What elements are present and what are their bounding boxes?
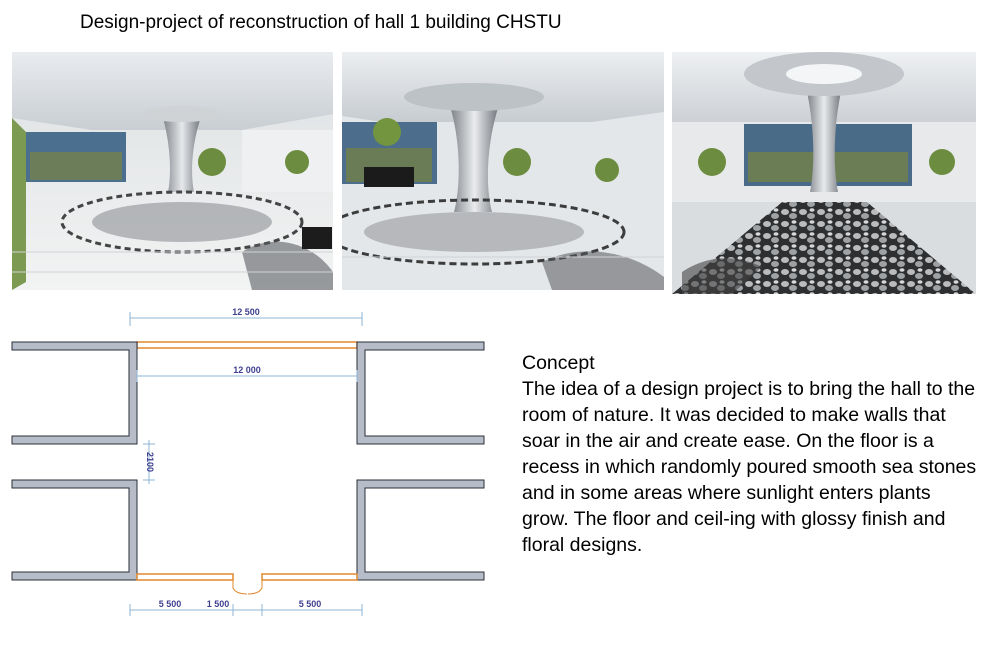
render-view-1 <box>12 52 333 290</box>
dim-inner-label: 12 000 <box>233 365 261 375</box>
concept-body: The idea of a design project is to bring… <box>522 378 977 556</box>
glazing-top <box>136 341 358 349</box>
dim-bottom-door-label: 1 500 <box>207 599 230 609</box>
walls <box>11 341 485 581</box>
dim-top-label: 12 500 <box>232 307 260 317</box>
render-view-3 <box>672 52 976 294</box>
concept-heading: Concept <box>522 352 595 374</box>
dim-bottom-left-label: 5 500 <box>159 599 182 609</box>
dim-side-label: 2100 <box>145 452 155 472</box>
floor-plan: 12 500 12 000 2100 5 <box>11 307 485 616</box>
dimension-inner: 12 000 <box>136 365 358 382</box>
dim-bottom-right-label: 5 500 <box>299 599 322 609</box>
dimension-top: 12 500 <box>129 307 363 326</box>
page-title: Design-project of reconstruction of hall… <box>80 12 562 33</box>
render-view-2 <box>342 52 664 290</box>
dimension-bottom: 5 500 1 500 5 500 <box>129 599 363 616</box>
glazing-bottom-right <box>261 573 358 581</box>
dimension-side: 2100 <box>143 440 155 484</box>
glazing-bottom-left <box>136 573 234 581</box>
concept-block: Concept The idea of a design project is … <box>522 350 982 558</box>
entrance-door <box>232 576 263 595</box>
